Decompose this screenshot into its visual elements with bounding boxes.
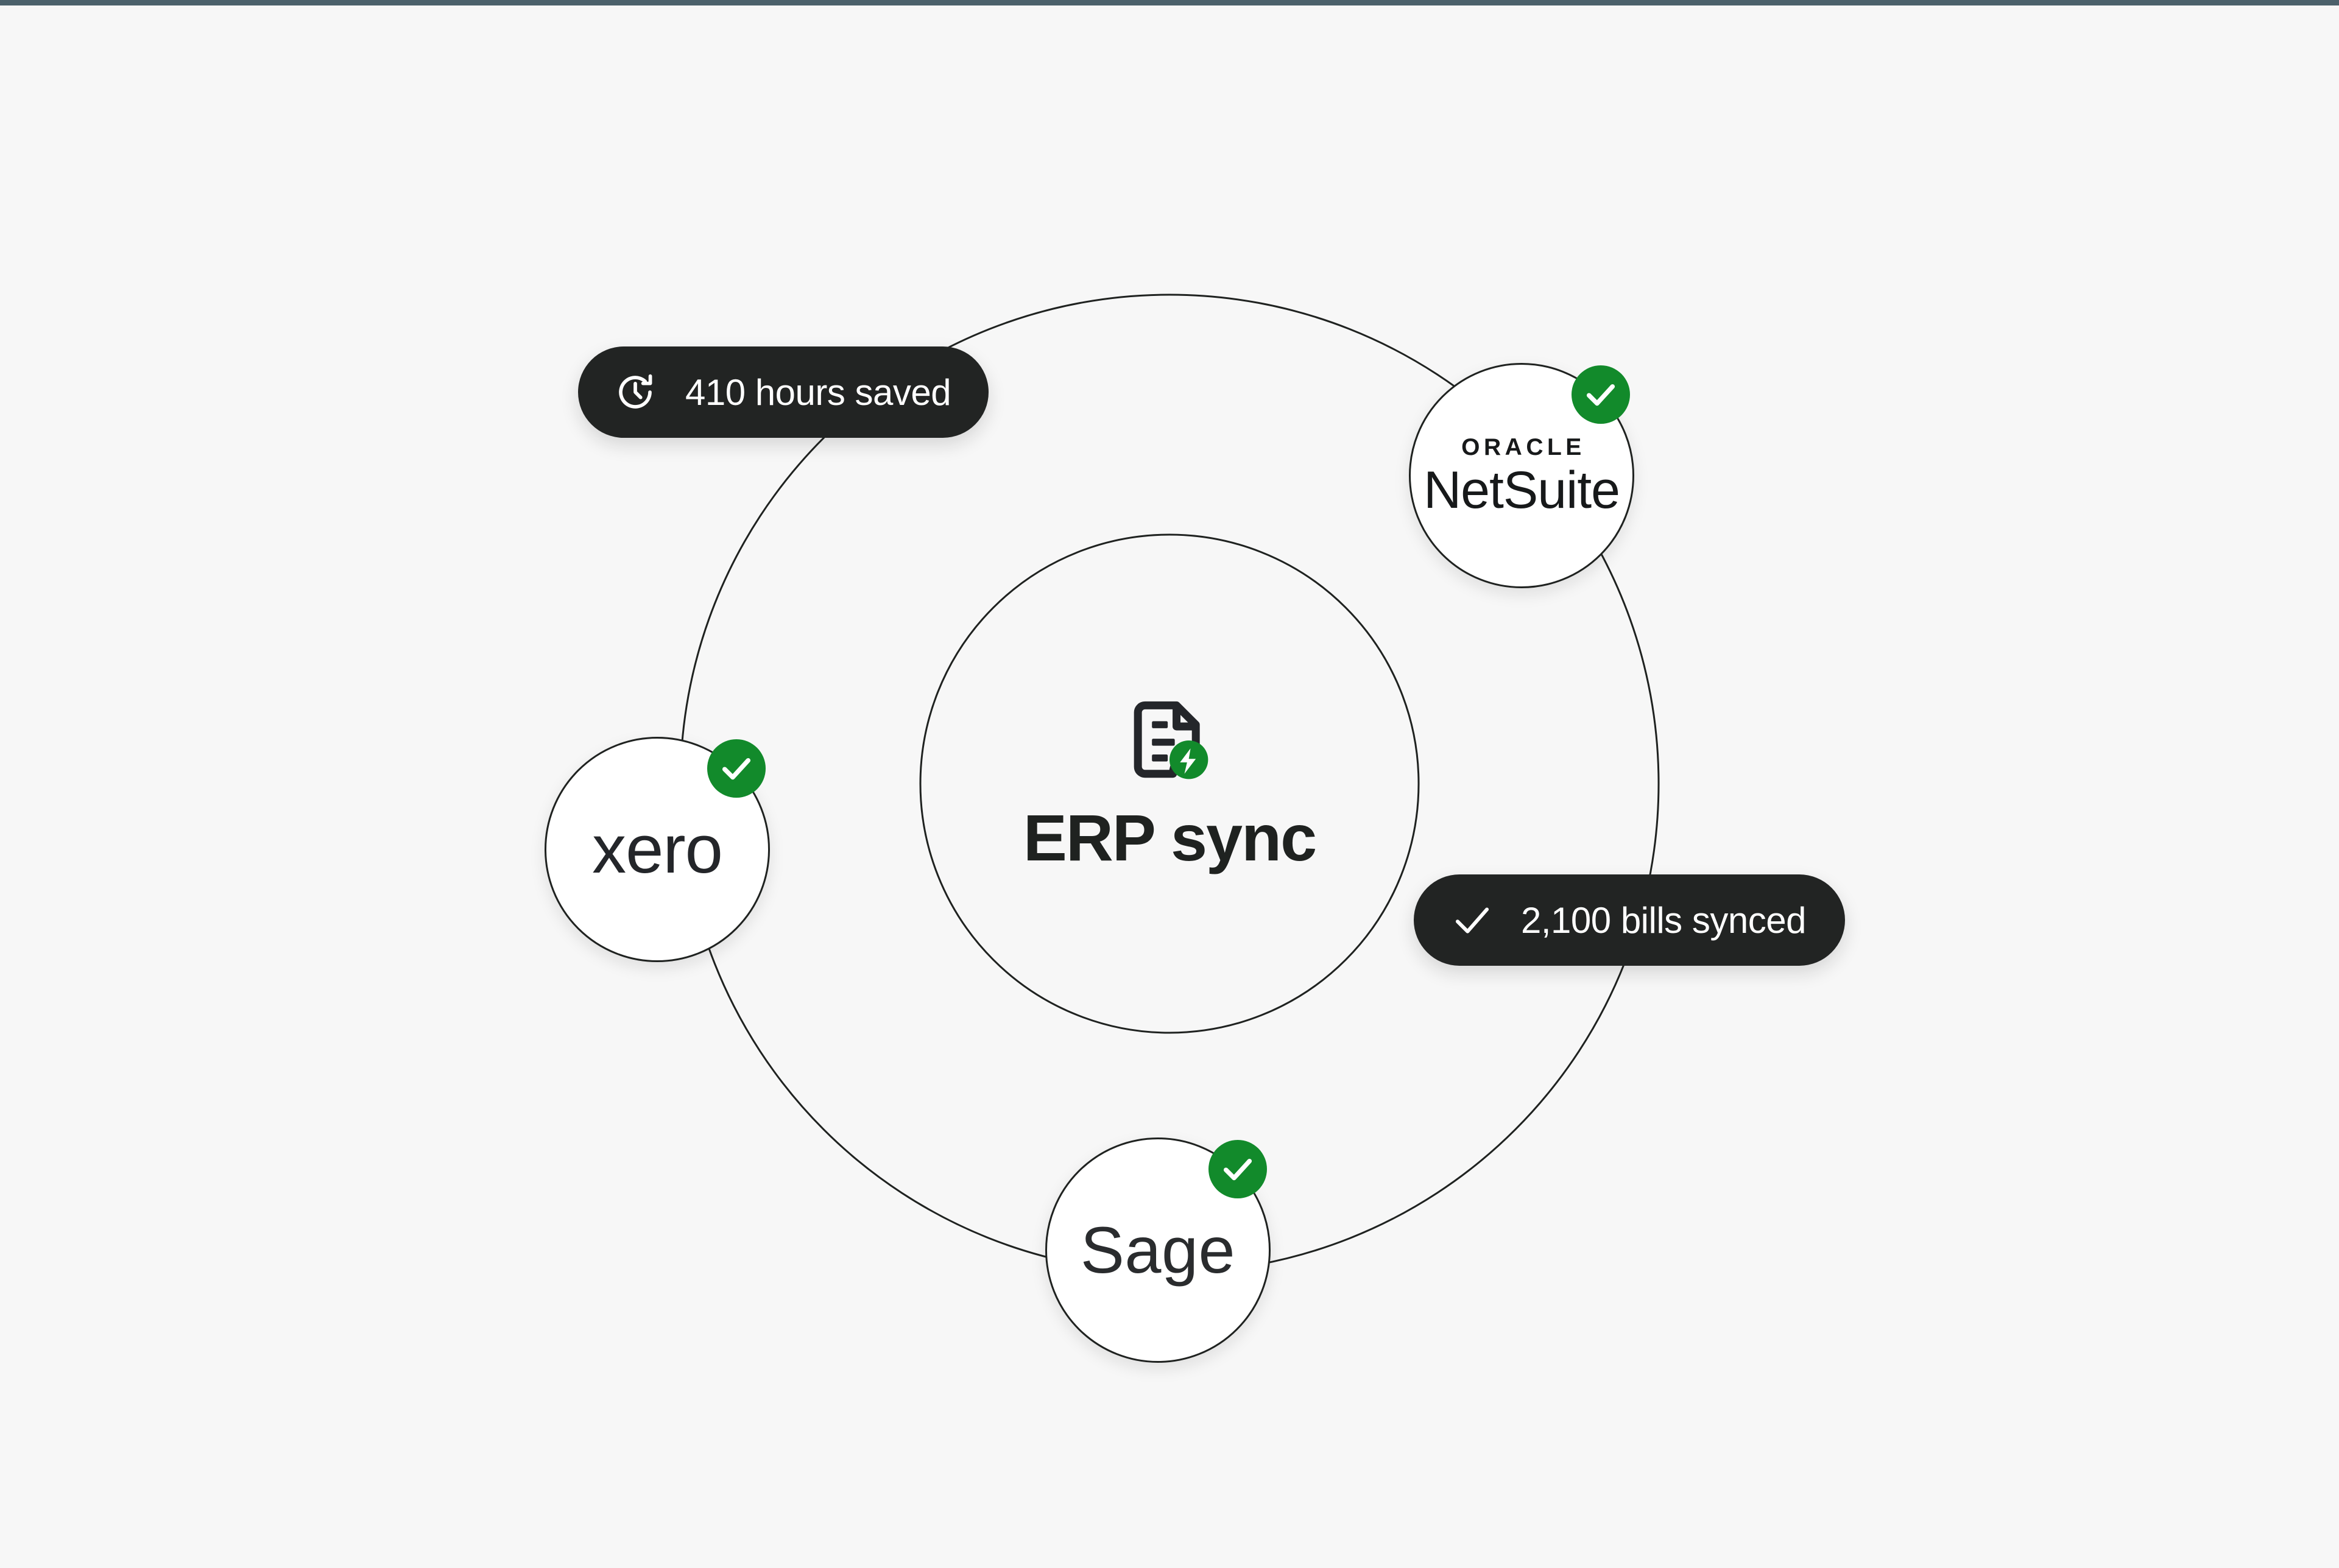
top-status-bar xyxy=(0,0,2339,5)
clock-rotate-icon xyxy=(613,370,657,414)
netsuite-word: NetSuite xyxy=(1424,460,1620,519)
pill-hours-saved-label: 410 hours saved xyxy=(685,371,951,413)
document-lightning-icon xyxy=(1126,697,1213,784)
sage-word: Sage xyxy=(1080,1213,1236,1287)
sage-logo: Sage xyxy=(1081,1217,1235,1283)
netsuite-oracle-word: ORACLE xyxy=(1461,434,1586,460)
pill-bills-synced[interactable]: 2,100 bills synced xyxy=(1414,874,1845,966)
node-netsuite[interactable]: ORACLE NetSuite xyxy=(1409,363,1634,588)
check-icon-xero xyxy=(707,739,766,798)
xero-word: xero xyxy=(592,811,723,887)
netsuite-logo: ORACLE NetSuite xyxy=(1424,435,1620,516)
hub-title: ERP sync xyxy=(1023,801,1317,874)
inner-hub-ring xyxy=(919,533,1420,1034)
pill-hours-saved[interactable]: 410 hours saved xyxy=(578,346,989,438)
check-icon xyxy=(1452,899,1493,941)
node-xero[interactable]: xero xyxy=(545,737,770,962)
check-icon-netsuite xyxy=(1572,365,1630,424)
xero-logo: xero xyxy=(592,811,723,887)
hub-erp-sync[interactable]: ERP sync xyxy=(920,535,1419,1033)
check-icon-sage xyxy=(1208,1140,1267,1198)
pill-bills-synced-label: 2,100 bills synced xyxy=(1521,899,1806,941)
